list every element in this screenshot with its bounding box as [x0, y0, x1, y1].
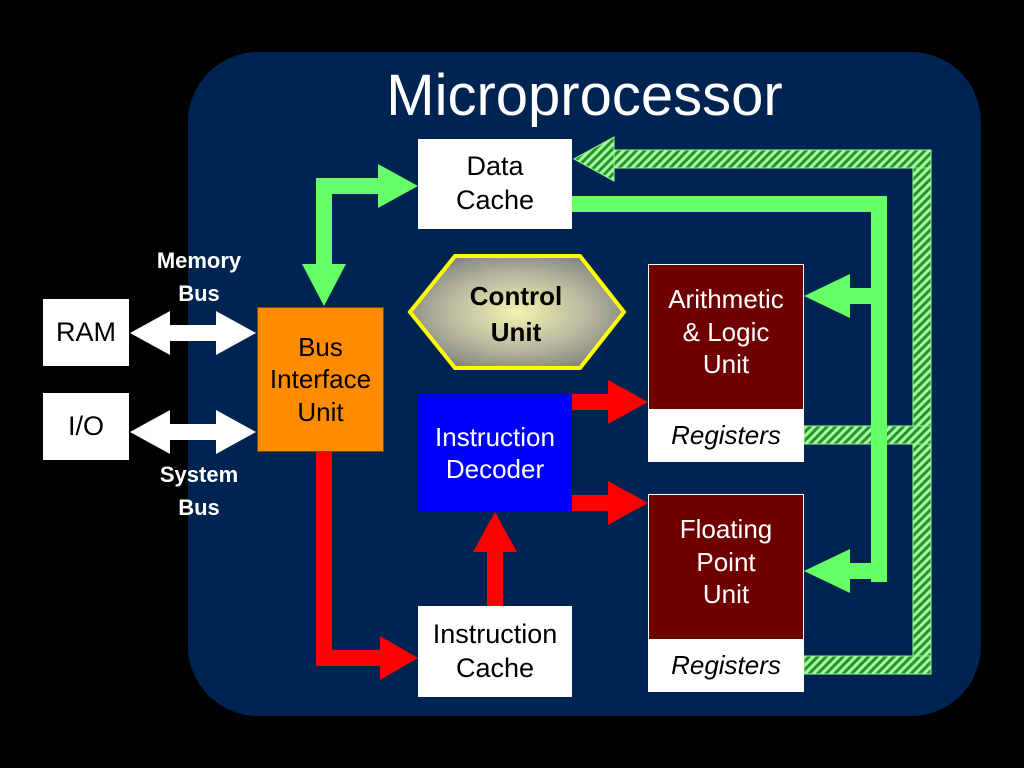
memory-bus-label: Memory Bus	[156, 248, 242, 306]
page-title: Microprocessor	[386, 63, 783, 128]
floating-point-unit: Floating Point Unit Registers	[648, 494, 804, 692]
arithmetic-logic-unit: Arithmetic & Logic Unit Registers	[648, 264, 804, 462]
instruction-path	[316, 380, 648, 680]
system-bus-arrow	[130, 410, 256, 454]
instruction-decoder: Instruction Decoder	[418, 394, 572, 512]
bus-to-data-cache-arrow	[302, 164, 418, 306]
data-cache: Data Cache	[418, 139, 572, 229]
control-unit-label: Control Unit	[469, 281, 563, 347]
bus-interface-unit: Bus Interface Unit	[257, 307, 384, 452]
data-cache-path	[572, 196, 887, 593]
register-writeback-bus	[572, 136, 932, 675]
control-unit-hexagon	[407, 254, 627, 370]
alu-registers: Registers	[649, 409, 803, 461]
instruction-cache: Instruction Cache	[418, 606, 572, 697]
ram-block: RAM	[43, 299, 129, 366]
system-bus-label: System Bus	[159, 462, 239, 520]
io-block: I/O	[43, 393, 129, 460]
fpu-registers: Registers	[649, 639, 803, 691]
memory-bus-arrow	[130, 311, 256, 355]
